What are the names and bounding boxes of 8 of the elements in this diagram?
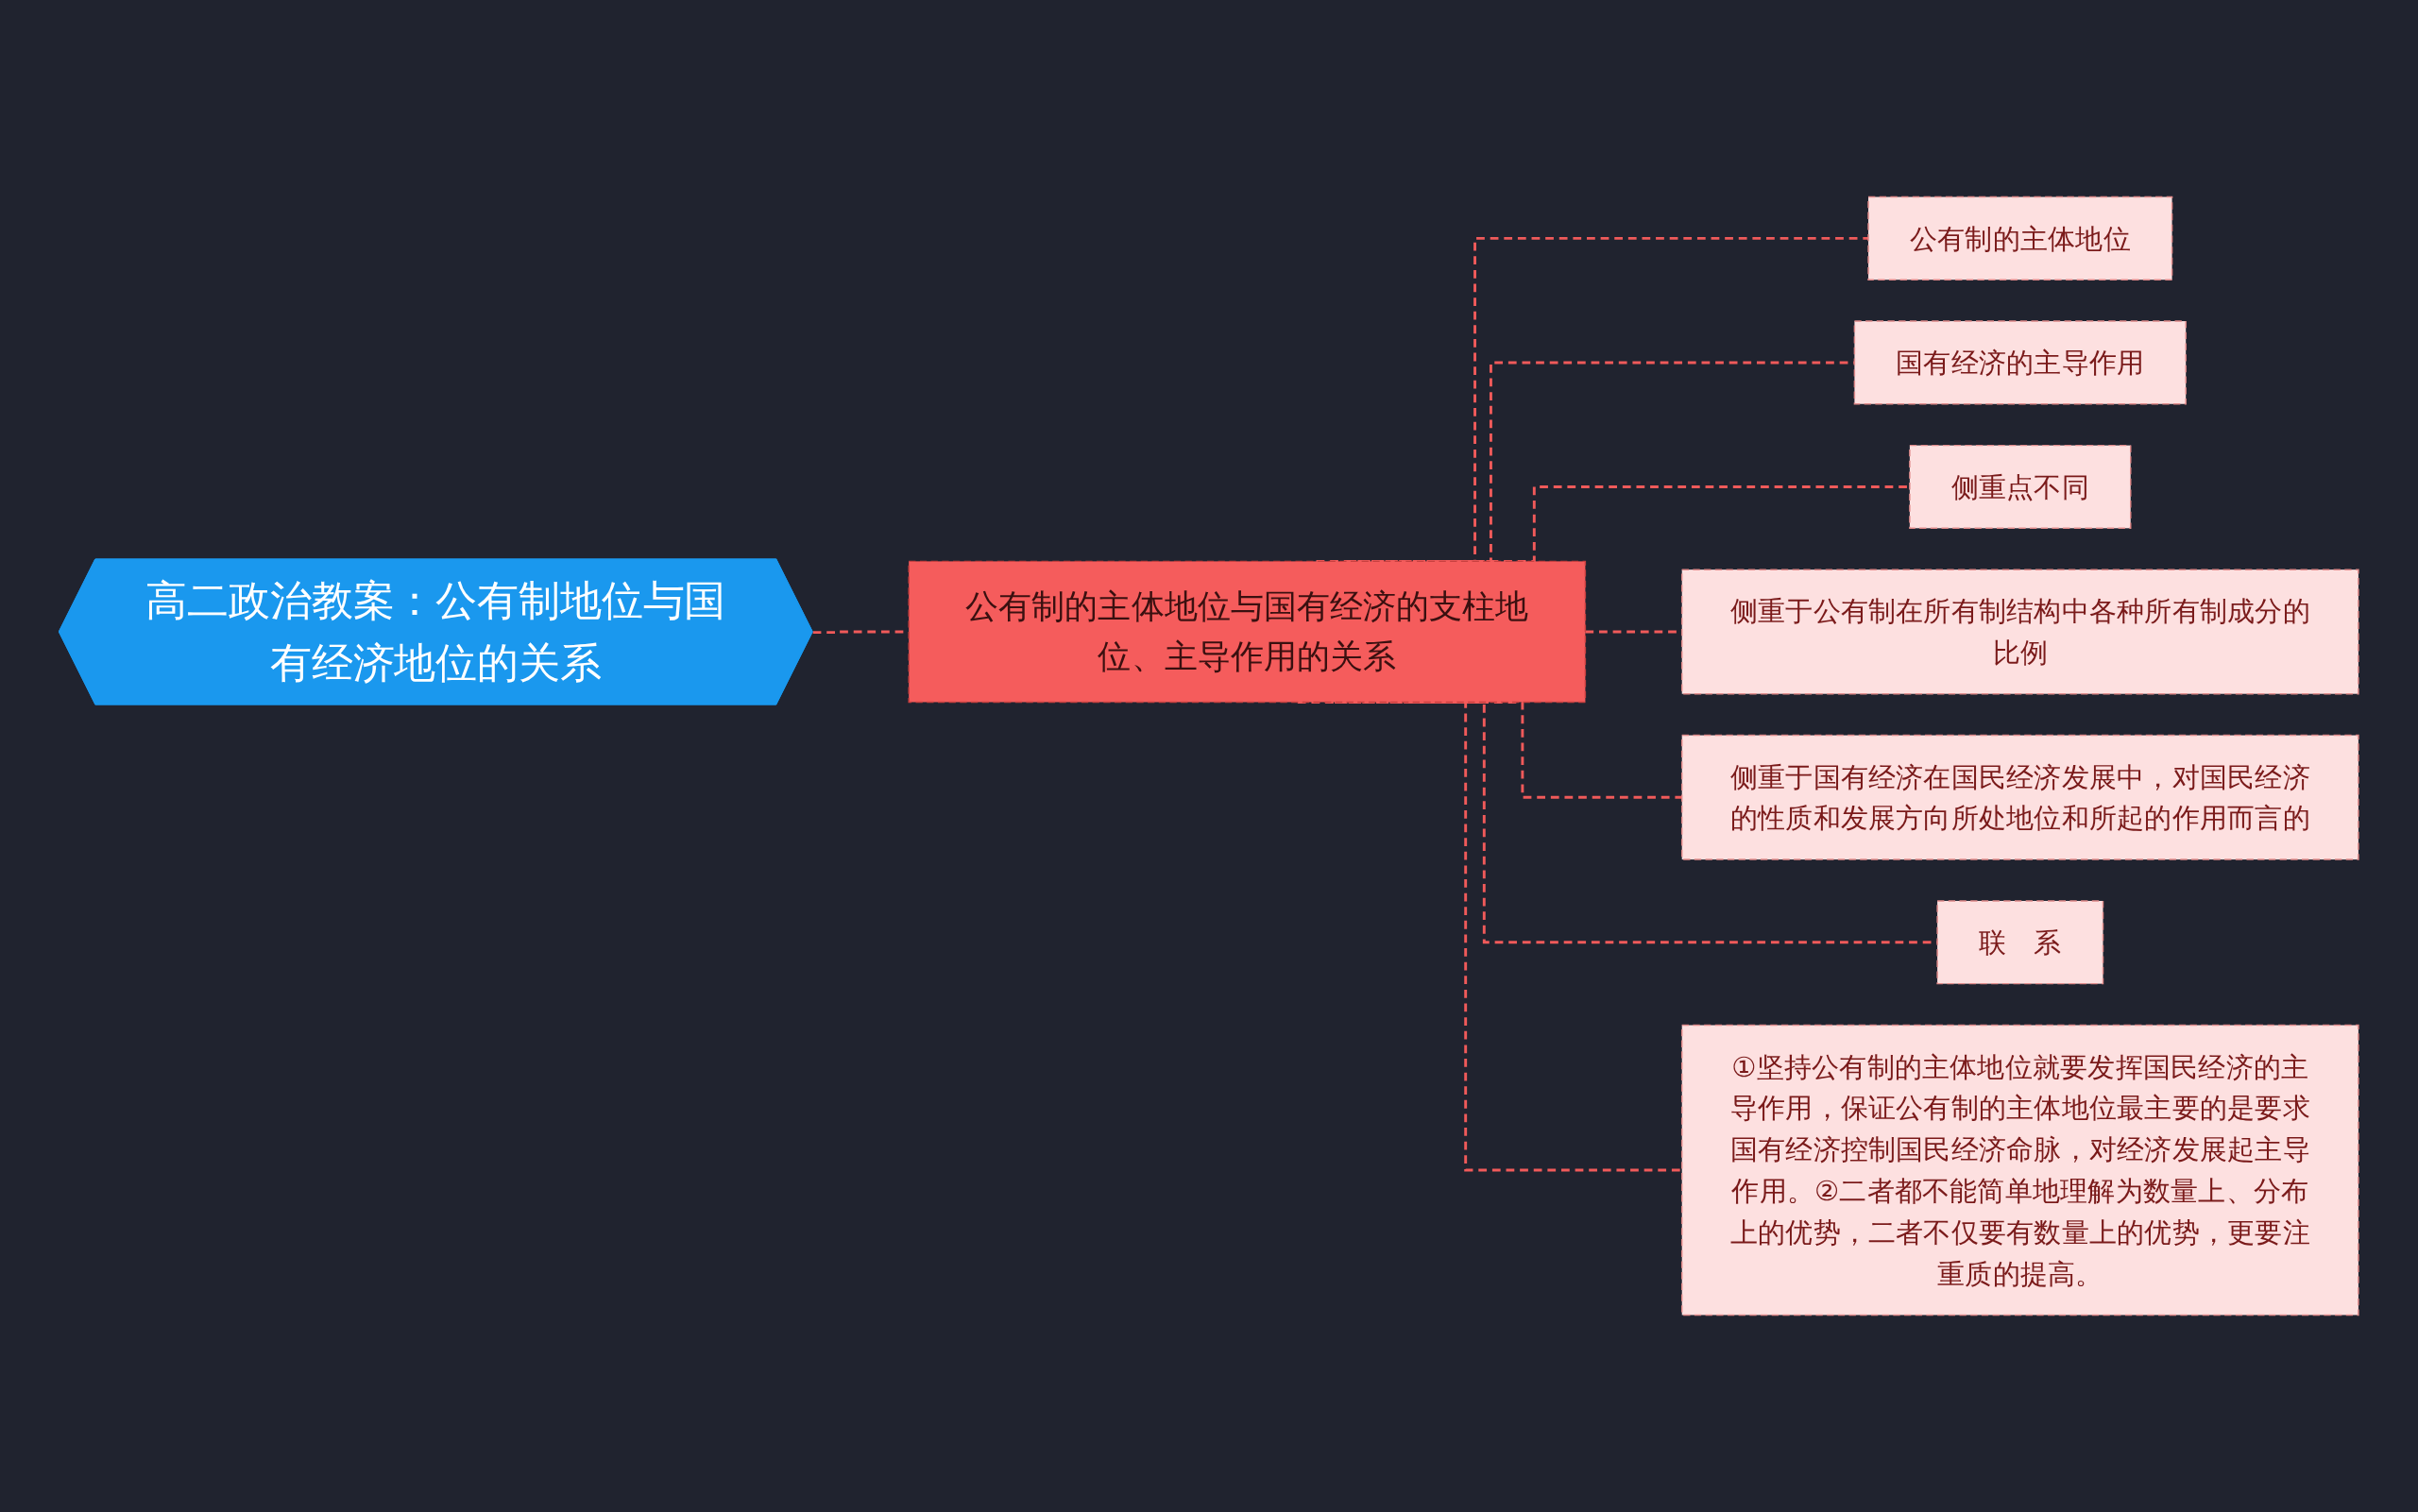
node-box: 公有制的主体地位与国有经济的支柱地位、主导作用的关系 xyxy=(908,560,1587,704)
node-box: 侧重于国有经济在国民经济发展中，对国民经济的性质和发展方向所处地位和所起的作用而言的 xyxy=(1681,734,2359,860)
node-box: 联 系 xyxy=(1936,900,2104,985)
node-box: 侧重点不同 xyxy=(1909,444,2132,530)
node-box: 公有制的主体地位 xyxy=(1867,195,2173,280)
node-box: 侧重于公有制在所有制结构中各种所有制成分的比例 xyxy=(1681,569,2359,695)
node-box: 国有经济的主导作用 xyxy=(1853,320,2188,405)
node-box: ①坚持公有制的主体地位就要发挥国民经济的主导作用，保证公有制的主体地位最主要的是要求国有经济控制国民经济命脉，对经济发展起主导作用。②二者都不能简单地理解为数量上、分布上的优势，二者不仅要有数量上的优势，更要注重质的提高。 xyxy=(1681,1024,2359,1317)
